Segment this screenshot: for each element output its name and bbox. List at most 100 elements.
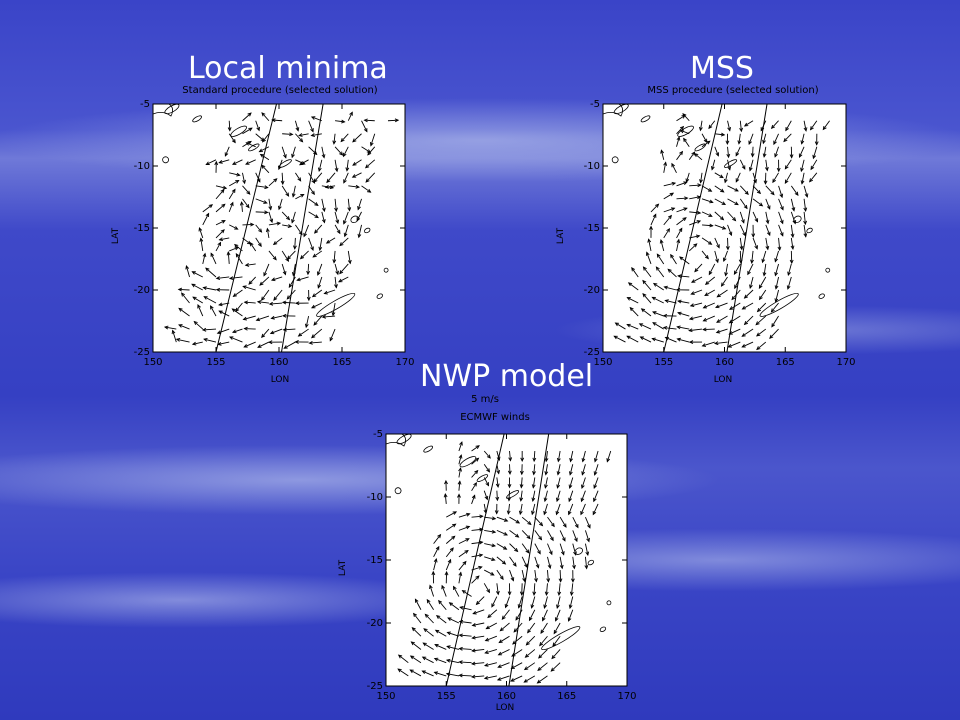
wind-vector [700,172,703,183]
wind-vector-head [298,133,303,137]
wind-vector-head [446,631,451,636]
wind-vector [727,159,731,170]
wind-vector [664,286,677,291]
wind-vector [688,151,695,161]
wind-vector [322,315,336,318]
wind-vector-head [217,241,222,247]
wind-vector-head [555,510,560,516]
wind-vector-head [664,299,669,304]
wind-vector [676,228,683,239]
wind-vector [203,287,217,291]
wind-vector [458,561,467,571]
coastline-island [825,267,831,273]
wind-vector [282,301,296,304]
wind-vector [241,202,243,212]
wind-vector [348,185,360,188]
wind-vector-head [232,293,237,297]
wind-vector-head [655,266,660,271]
wind-vector [810,120,818,130]
coastline-island [587,559,595,566]
wind-vector-head [515,533,520,538]
wind-vector [269,302,283,305]
wind-vector-head [497,664,502,668]
wind-vector-head [552,642,557,647]
wind-vector-head [270,277,276,282]
wind-vector [509,569,514,581]
wind-vector [677,312,690,317]
wind-vector [747,263,754,275]
wind-vector [744,120,754,127]
wind-vector-head [513,628,518,633]
wind-vector-head [294,340,299,344]
wind-vector-head [226,250,231,256]
wind-vector [313,315,323,326]
wind-vector-head [486,588,490,594]
wind-vector-head [677,299,682,304]
wind-vector [496,450,500,461]
wind-vector-head [539,522,544,527]
x-axis-label: LON [714,375,733,385]
wind-vector [533,450,536,462]
wind-vector-head [679,256,684,261]
wind-vector [509,530,519,538]
wind-vector [317,276,323,288]
wind-vector-head [741,305,746,310]
wind-vector-head [537,550,541,555]
wind-vector [311,116,322,122]
wind-vector-head [683,207,688,212]
wind-vector-head [747,270,751,276]
wind-vector [803,185,808,198]
wind-vector-head [508,457,513,462]
wind-vector-head [510,678,515,682]
wind-vector-head [525,549,530,554]
wind-vector-head [727,166,732,171]
wind-vector-head [772,178,777,184]
wind-vector-head [410,641,415,646]
wind-vector-head [178,307,183,312]
wind-vector [217,328,230,334]
wind-vector [446,645,460,650]
wind-vector-head [679,150,684,156]
wind-vector-head [312,253,317,258]
wind-vector-head [581,471,586,476]
wind-vector-head [758,284,763,289]
wind-vector-head [764,166,769,172]
wind-vector [242,127,253,135]
wind-vector-head [474,469,479,475]
wind-vector-head [356,217,361,222]
wind-vector-head [786,285,791,290]
wind-vector [202,328,217,331]
wind-vector [334,159,338,172]
wind-vector [785,120,792,131]
wind-vector-head [256,300,262,304]
wind-vector [447,631,460,637]
wind-vector-head [203,296,208,300]
wind-vector [334,198,337,212]
wind-vector [760,120,767,131]
wind-vector-head [761,258,766,264]
wind-vector-head [503,518,509,522]
x-tick-label: 160 [715,357,734,368]
wind-vector [398,654,409,664]
wind-vector-head [709,223,714,228]
wind-vector [192,341,203,345]
wind-vector-head [203,337,208,342]
wind-vector [763,146,767,157]
wind-vector-head [496,470,501,475]
wind-vector-head [458,646,463,651]
wind-vector [739,185,749,195]
wind-vector [547,570,549,582]
wind-vector [471,541,483,545]
wind-vector-head [474,457,480,462]
wind-vector [471,515,483,518]
wind-vector-head [570,578,575,583]
wind-vector-head [792,220,797,225]
wind-vector [229,224,238,230]
wind-vector [176,338,190,343]
wind-vector [410,655,422,664]
wind-vector-head [433,657,439,662]
wind-vector [676,151,683,161]
wind-vector [245,159,256,165]
plot-title: Standard procedure (selected solution) [182,85,377,96]
wind-vector [594,450,599,462]
